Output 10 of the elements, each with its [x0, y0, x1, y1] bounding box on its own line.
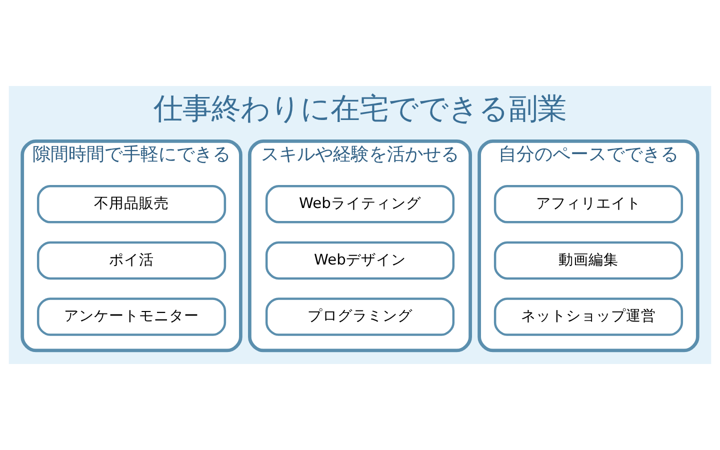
- node-box: プログラミング: [265, 298, 455, 336]
- node-box: 不用品販売: [36, 185, 226, 224]
- node-box: Webライティング: [265, 185, 455, 224]
- diagram-title: 仕事終わりに在宅でできる副業: [154, 91, 566, 126]
- node-box: ネットショップ運営: [494, 298, 684, 336]
- node-box: アンケートモニター: [36, 298, 226, 336]
- node-box: アフィリエイト: [494, 185, 684, 224]
- node-box: Webデザイン: [265, 241, 455, 280]
- node-box: ポイ活: [36, 241, 226, 280]
- node-box: 動画編集: [494, 241, 684, 280]
